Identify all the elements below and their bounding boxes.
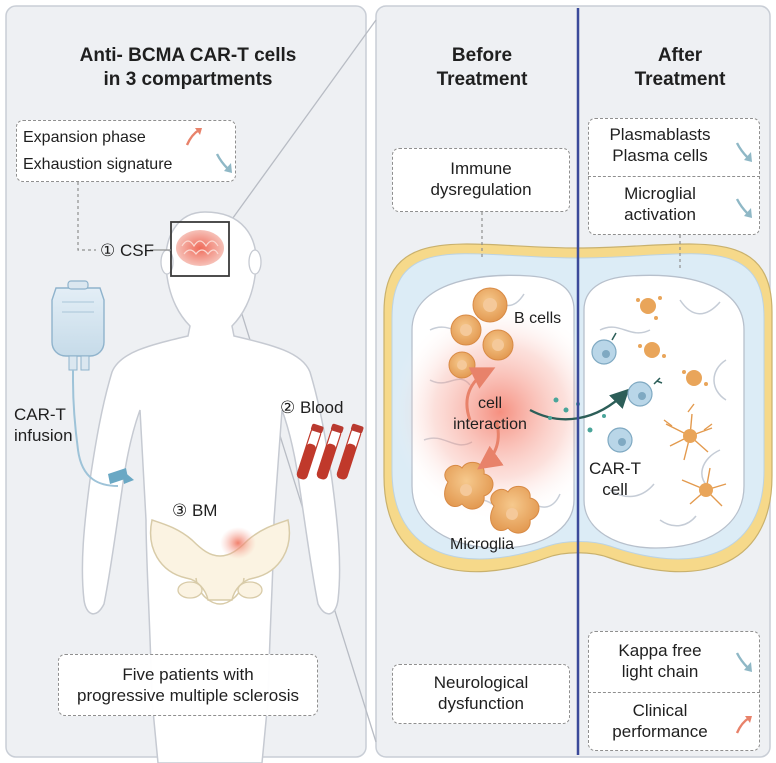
infusion-line1: CAR-T	[14, 405, 66, 424]
brain-cross-section	[383, 243, 773, 573]
left-title-line2: in 3 compartments	[103, 69, 273, 90]
immune-line1: Immune	[450, 159, 512, 178]
neurological-dysfunction-box	[392, 664, 570, 724]
iv-bag	[51, 280, 134, 487]
csf-connector	[77, 182, 96, 251]
clinical-line2: performance	[612, 722, 708, 741]
before-title: Before Treatment	[424, 44, 540, 92]
kappa-line1: Kappa free	[618, 641, 702, 660]
patients-line1: Five patients with	[122, 665, 254, 684]
microglia-label: Microglia	[450, 536, 515, 553]
plasma-cells-label: Plasmablasts Plasma cells	[590, 124, 730, 166]
infusion-label: CAR-T infusion	[14, 404, 73, 446]
zoom-line-top	[229, 19, 377, 223]
after-title-line2: Treatment	[634, 69, 726, 90]
microglial-line2: activation	[624, 205, 696, 224]
kappa-label: Kappa free light chain	[590, 640, 730, 682]
blood-tubes	[296, 423, 364, 480]
cell-interaction-label: cell interaction	[438, 393, 542, 435]
plasma-line2: Plasma cells	[612, 146, 708, 165]
patients-box	[58, 654, 318, 716]
microglial-line1: Microglial	[624, 184, 696, 203]
immune-dysregulation-box	[392, 148, 570, 212]
microglial-activation-label: Microglial activation	[590, 183, 730, 225]
kappa-down-arrow-icon	[735, 652, 752, 672]
inflammation-glow	[392, 302, 578, 522]
bcells-label: B cells	[514, 310, 562, 327]
cart-line2: cell	[602, 480, 628, 499]
before-title-line2: Treatment	[436, 69, 528, 90]
brain-folds	[181, 240, 219, 255]
csf-focus-square	[170, 221, 230, 277]
after-top-box-divider	[588, 176, 760, 177]
patients-line2: progressive multiple sclerosis	[76, 686, 300, 705]
exhaustion-signature-label: Exhaustion signature	[23, 156, 173, 173]
body-silhouette	[81, 211, 341, 763]
kappa-line2: light chain	[621, 662, 699, 681]
infusion-line2: infusion	[14, 426, 73, 445]
plasma-down-arrow-icon	[735, 142, 752, 162]
arrow-down-icon	[215, 153, 232, 173]
clinical-line1: Clinical	[632, 701, 688, 720]
head-brain	[176, 230, 224, 266]
plasma-line1: Plasmablasts	[609, 125, 711, 144]
blood-label: ② Blood	[280, 398, 344, 417]
after-bottom-box-divider	[588, 692, 760, 693]
after-title: After Treatment	[616, 44, 744, 92]
left-title: Anti- BCMA CAR-T cells in 3 compartments	[66, 44, 310, 92]
csf-label: ① CSF	[100, 241, 154, 260]
after-bottom-box	[588, 631, 760, 751]
immune-dysregulation-label: Immune dysregulation	[392, 158, 570, 200]
clinical-performance-label: Clinical performance	[590, 700, 730, 742]
interaction-line1: cell	[477, 395, 502, 412]
cart-cell-label: CAR-T cell	[580, 458, 650, 500]
neurological-dysfunction-label: Neurological dysfunction	[392, 672, 570, 714]
interaction-line2: interaction	[453, 416, 527, 433]
left-title-line1: Anti- BCMA CAR-T cells	[79, 45, 297, 66]
after-title-line1: After	[657, 45, 703, 66]
before-title-line1: Before	[451, 45, 513, 66]
arrow-up-icon	[185, 128, 202, 146]
microglial-down-arrow-icon	[735, 198, 752, 218]
expansion-phase-label: Expansion phase	[23, 129, 146, 146]
patients-label: Five patients with progressive multiple …	[58, 664, 318, 706]
bm-label: ③ BM	[172, 501, 218, 520]
bm-inflammation	[220, 527, 256, 559]
ear-right	[248, 249, 262, 275]
pelvis	[149, 519, 291, 605]
neuro-line2: dysfunction	[438, 694, 524, 713]
neuro-line1: Neurological	[433, 673, 529, 692]
clinical-up-arrow-icon	[735, 716, 752, 734]
cart-line1: CAR-T	[589, 459, 641, 478]
immune-line2: dysregulation	[430, 180, 532, 199]
